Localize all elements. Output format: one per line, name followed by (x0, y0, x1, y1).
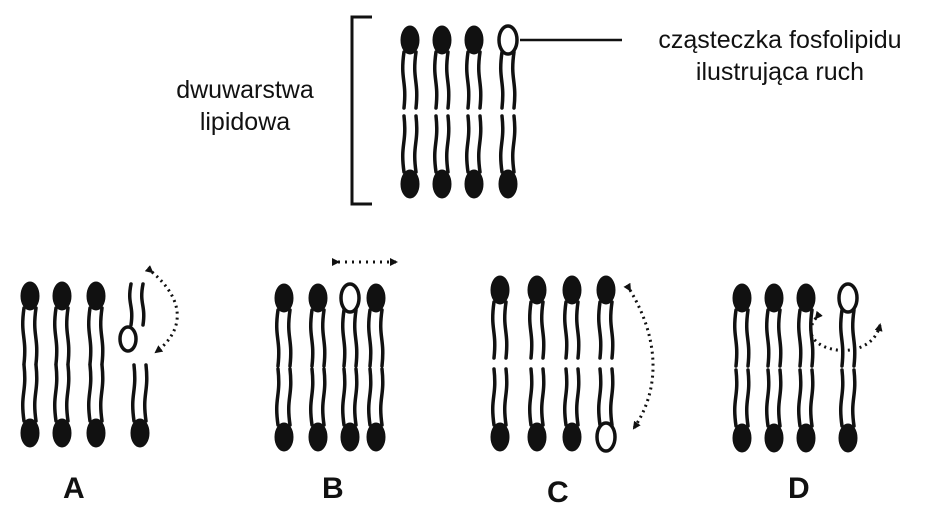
option-label-b: B (322, 472, 344, 506)
molecule-label: cząsteczka fosfolipidu ilustrująca ruch (630, 24, 930, 88)
reference-bilayer-upper-lipid-3-head (465, 26, 483, 54)
option-a-bilayer-lower-lipid-3-tails (89, 365, 103, 421)
option-d-bilayer-lower-lipid-2-head (765, 424, 783, 452)
option-b-bilayer-upper-lipid-3-tails (343, 310, 357, 366)
option-b-bilayer-upper-lipid-1-tails (277, 310, 291, 366)
reference-bilayer-upper-lipid-1-tails (403, 52, 417, 108)
option-d-bilayer-upper-lipid-2-tails (767, 310, 781, 366)
option-c-bilayer-upper-lipid-4-tails (599, 302, 613, 358)
option-d-bilayer-upper-lipid-3-tails (799, 310, 813, 366)
option-c-bilayer-lower-lipid-4-tails (599, 369, 613, 425)
option-a-rotation-arrow (152, 272, 177, 352)
bilayer-label: dwuwarstwa lipidowa (150, 74, 340, 138)
reference-bilayer-upper-lipid-2-head (433, 26, 451, 54)
option-a-bilayer-upper-lipid-1-tails (23, 308, 37, 364)
reference-bilayer-lower-lipid-3-tails (467, 116, 481, 172)
option-b-bilayer-lower-lipid-2-tails (311, 369, 325, 425)
option-c-bilayer-upper-lipid-2-head (528, 276, 546, 304)
option-a-bilayer-upper-lipid-2-tails (55, 308, 69, 364)
option-c-bilayer-upper-lipid-3-tails (565, 302, 579, 358)
option-b-bilayer-upper-lipid-2-head (309, 284, 327, 312)
reference-bilayer-lower-lipid-1-tails (403, 116, 417, 172)
option-b-bilayer-lower-lipid-4-tails (369, 369, 383, 425)
option-c-bilayer-upper-lipid-1-tails (493, 302, 507, 358)
option-c-bilayer-upper-lipid-4-head (597, 276, 615, 304)
reference-bilayer-lower-lipid-1-head (401, 170, 419, 198)
option-c-bilayer-lower-lipid-3-tails (565, 369, 579, 425)
option-c-bilayer-upper-lipid-1-head (491, 276, 509, 304)
option-d-bilayer-upper-lipid-2-head (765, 284, 783, 312)
molecule-label-line-2: ilustrująca ruch (630, 56, 930, 88)
option-b-bilayer-upper-lipid-2-tails (311, 310, 325, 366)
reference-bilayer-upper-lipid-1-head (401, 26, 419, 54)
option-b-bilayer-upper-lipid-4-head (367, 284, 385, 312)
option-c-bilayer (491, 276, 615, 451)
option-d-bilayer-upper-lipid-3-head (797, 284, 815, 312)
option-a-bilayer-lower-lipid-1-tails (23, 365, 37, 421)
option-c-bilayer-lower-lipid-2-head (528, 423, 546, 451)
reference-bilayer-lower-lipid-2-tails (435, 116, 449, 172)
option-c-flipflop-arrow (630, 290, 653, 428)
reference-bilayer-lower-lipid-2-head (433, 170, 451, 198)
option-c-bilayer-lower-lipid-1-head (491, 423, 509, 451)
option-a-bilayer-lower-lipid-3-head (87, 419, 105, 447)
reference-bilayer-upper-lipid-4-tails (501, 52, 515, 108)
option-a-bilayer-upper-lipid-1-head (21, 282, 39, 310)
option-b-bilayer-lower-lipid-2-head (309, 423, 327, 451)
option-label-a: A (63, 472, 85, 506)
option-d-bilayer (733, 284, 857, 452)
option-d-bilayer-lower-lipid-4-tails (841, 370, 855, 426)
option-b-bilayer-upper-lipid-3-head (341, 284, 359, 312)
option-d-rotation-arrow (811, 318, 880, 350)
reference-bilayer-upper-lipid-3-tails (467, 52, 481, 108)
option-b-bilayer-lower-lipid-1-head (275, 423, 293, 451)
option-a-bilayer-lower-lipid-1-head (21, 419, 39, 447)
option-a-lower-lipid-4-tails (133, 365, 147, 421)
option-c-bilayer-lower-lipid-4-head (597, 423, 615, 451)
option-c-bilayer-lower-lipid-2-tails (530, 369, 544, 425)
reference-bilayer-lower-lipid-4-head (499, 170, 517, 198)
option-b-bilayer-lower-lipid-3-tails (343, 369, 357, 425)
option-b-bilayer-upper-lipid-1-head (275, 284, 293, 312)
option-a-bilayer-upper-lipid-3-tails (89, 308, 103, 364)
option-c-bilayer-upper-lipid-3-head (563, 276, 581, 304)
option-d-bilayer-upper-lipid-4-tails (841, 310, 855, 366)
option-b-bilayer-lower-lipid-4-head (367, 423, 385, 451)
option-c-bilayer-lower-lipid-3-head (563, 423, 581, 451)
bilayer-label-line-1: dwuwarstwa (150, 74, 340, 106)
option-a-lower-lipid-4-head (131, 419, 149, 447)
reference-bilayer-upper-lipid-4-head (499, 26, 517, 54)
option-b-bilayer (275, 284, 385, 451)
option-a-bilayer-upper-lipid-3-head (87, 282, 105, 310)
option-d-bilayer-lower-lipid-4-head (839, 424, 857, 452)
option-a-bilayer-upper-lipid-2-head (53, 282, 71, 310)
option-d-bilayer-upper-lipid-1-tails (735, 310, 749, 366)
option-a-bilayer-lower-lipid-2-head (53, 419, 71, 447)
option-d-bilayer-lower-lipid-2-tails (767, 370, 781, 426)
option-d-bilayer-lower-lipid-3-head (797, 424, 815, 452)
option-a-moving-tails (130, 284, 144, 325)
option-a-bilayer (21, 272, 177, 447)
option-d-bilayer-upper-lipid-4-head (839, 284, 857, 312)
option-d-bilayer-lower-lipid-1-head (733, 424, 751, 452)
reference-bilayer-upper-lipid-2-tails (435, 52, 449, 108)
reference-bilayer-lower-lipid-4-tails (501, 116, 515, 172)
option-a-moving-head (120, 327, 136, 351)
bilayer-label-line-2: lipidowa (150, 106, 340, 138)
reference-bilayer-lower-lipid-3-head (465, 170, 483, 198)
bilayer-bracket (352, 17, 372, 204)
option-d-bilayer-lower-lipid-1-tails (735, 370, 749, 426)
option-label-d: D (788, 472, 810, 506)
reference-bilayer (401, 26, 517, 198)
option-d-bilayer-lower-lipid-3-tails (799, 370, 813, 426)
molecule-label-line-1: cząsteczka fosfolipidu (630, 24, 930, 56)
option-c-bilayer-lower-lipid-1-tails (493, 369, 507, 425)
option-b-bilayer-upper-lipid-4-tails (369, 310, 383, 366)
option-c-bilayer-upper-lipid-2-tails (530, 302, 544, 358)
option-b-bilayer-lower-lipid-1-tails (277, 369, 291, 425)
option-a-bilayer-lower-lipid-2-tails (55, 365, 69, 421)
option-d-bilayer-upper-lipid-1-head (733, 284, 751, 312)
option-b-bilayer-lower-lipid-3-head (341, 423, 359, 451)
